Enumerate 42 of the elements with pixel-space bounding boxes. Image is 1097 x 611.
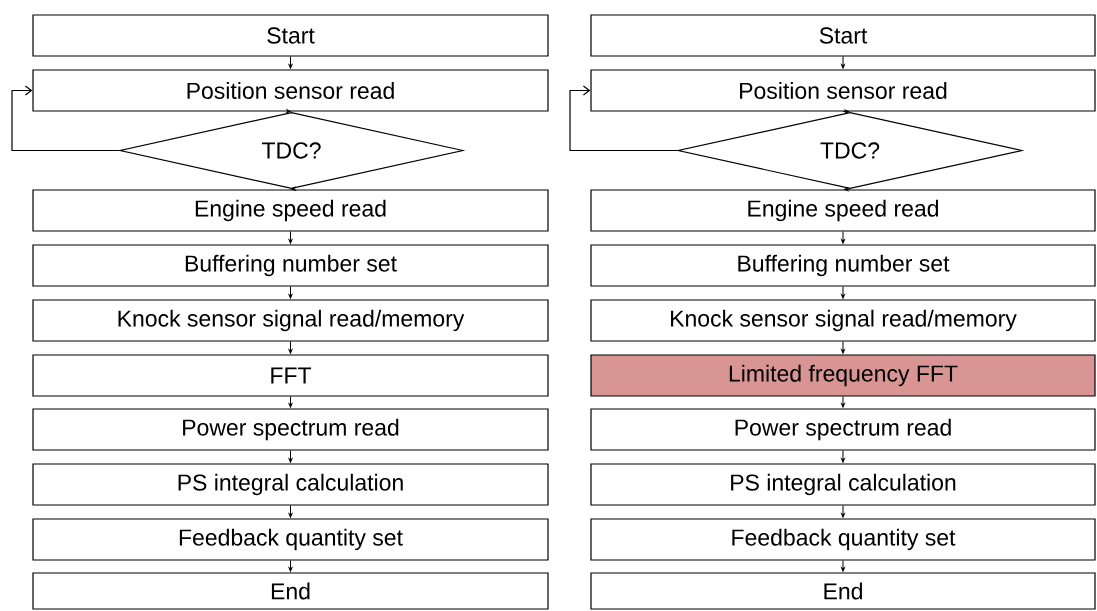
process-box: Buffering number set bbox=[32, 244, 549, 287]
arrow bbox=[841, 286, 845, 299]
process-box: Position sensor read bbox=[32, 69, 549, 112]
process-box: Engine speed read bbox=[590, 189, 1096, 232]
arrow bbox=[841, 231, 845, 244]
process-box: PS integral calculation bbox=[590, 463, 1096, 506]
process-box: Power spectrum read bbox=[32, 408, 549, 451]
process-box: Feedback quantity set bbox=[32, 518, 549, 561]
process-box: Buffering number set bbox=[590, 244, 1096, 287]
arrow bbox=[288, 341, 293, 354]
arrow bbox=[288, 231, 293, 244]
arrow bbox=[291, 187, 296, 191]
arrow bbox=[288, 396, 293, 408]
arrow bbox=[286, 109, 291, 113]
process-box: Position sensor read bbox=[590, 69, 1096, 112]
arrow bbox=[288, 560, 293, 572]
arrow bbox=[841, 560, 845, 572]
process-box: Feedback quantity set bbox=[590, 518, 1096, 561]
arrow bbox=[288, 56, 293, 69]
arrow bbox=[841, 56, 845, 69]
loop-arrow bbox=[569, 85, 678, 152]
process-box: End bbox=[32, 572, 549, 610]
arrow bbox=[841, 341, 845, 354]
arrow bbox=[842, 109, 850, 114]
loop-arrow bbox=[11, 85, 120, 152]
arrow bbox=[288, 286, 293, 299]
arrow bbox=[288, 450, 293, 463]
process-box: PS integral calculation bbox=[32, 463, 549, 506]
process-box: Engine speed read bbox=[32, 189, 549, 232]
process-box: Start bbox=[590, 14, 1096, 57]
process-box: End bbox=[590, 572, 1096, 610]
arrow bbox=[841, 505, 845, 518]
process-box: Knock sensor signal read/memory bbox=[590, 299, 1096, 342]
process-box: Knock sensor signal read/memory bbox=[32, 299, 549, 342]
arrow bbox=[841, 450, 845, 463]
arrow bbox=[288, 505, 293, 518]
process-box: Power spectrum read bbox=[590, 408, 1096, 451]
process-box: Limited frequency FFT bbox=[590, 354, 1096, 397]
process-box: FFT bbox=[32, 354, 549, 397]
arrow bbox=[843, 187, 851, 192]
process-box: Start bbox=[32, 14, 549, 57]
arrow bbox=[841, 396, 845, 408]
